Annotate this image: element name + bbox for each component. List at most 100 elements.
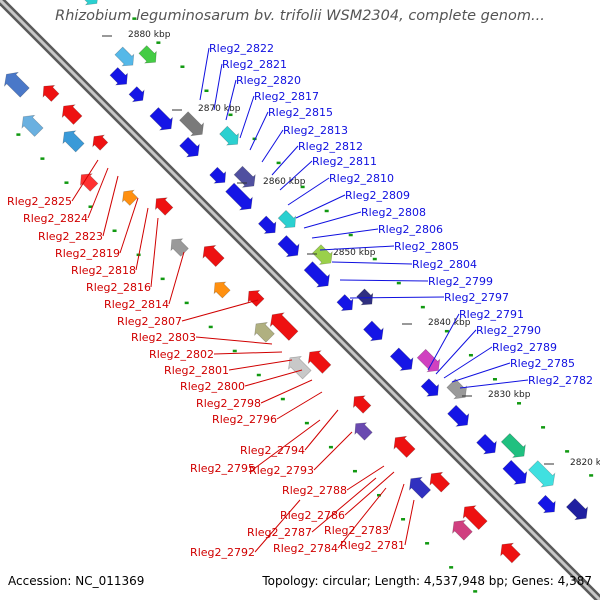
gene-feature: [447, 404, 470, 427]
track-tick: [517, 402, 522, 405]
gene-feature: [277, 235, 300, 258]
gene-label-minus: Rleg2_2803: [131, 331, 196, 344]
plus-label-leader: [261, 129, 284, 163]
gene-label-plus: Rleg2_2809: [345, 189, 410, 202]
plus-label-leader: [295, 194, 346, 219]
gene-label-minus: Rleg2_2818: [71, 264, 136, 277]
gene-feature: [219, 125, 239, 146]
minus-label-leader: [71, 159, 99, 202]
gene-feature: [179, 136, 200, 158]
plus-label-leader: [279, 160, 313, 191]
plus-label-leader: [451, 362, 511, 383]
gene-feature: [170, 238, 189, 257]
gene-label-plus: Rleg2_2817: [254, 90, 319, 103]
gene-feature: [128, 86, 145, 103]
plus-label-leader: [199, 47, 210, 101]
gene-label-minus: Rleg2_2787: [247, 526, 312, 539]
track-tick: [425, 542, 430, 545]
track-tick: [300, 185, 305, 189]
track-tick: [88, 205, 93, 208]
gene-label-plus: Rleg2_2791: [459, 308, 524, 321]
track-tick: [372, 257, 377, 261]
gene-label-minus: Rleg2_2823: [38, 230, 103, 243]
gene-feature: [288, 355, 312, 380]
plus-label-leader: [287, 177, 330, 206]
gene-feature: [155, 197, 174, 216]
gene-feature: [565, 498, 589, 521]
track-tick: [304, 421, 309, 425]
gene-feature: [247, 290, 265, 307]
plus-label-leader: [213, 63, 223, 111]
gene-feature: [109, 67, 128, 86]
minus-label-leader: [135, 207, 149, 271]
genome-summary-text: Topology: circular; Length: 4,537,948 bp…: [262, 574, 592, 588]
track-tick: [184, 301, 189, 305]
gene-feature: [3, 71, 30, 98]
gene-label-plus: Rleg2_2797: [444, 291, 509, 304]
gene-feature: [537, 494, 556, 514]
gene-label-minus: Rleg2_2824: [23, 212, 88, 225]
gene-feature: [500, 542, 521, 564]
gene-labels: Rleg2_2822Rleg2_2821Rleg2_2820Rleg2_2817…: [7, 42, 593, 559]
gene-feature: [42, 85, 60, 102]
plus-label-leader: [459, 379, 529, 389]
track-tick: [112, 229, 117, 233]
gene-feature: [389, 347, 414, 371]
gene-label-minus: Rleg2_2819: [55, 247, 120, 260]
track-tick: [256, 373, 261, 377]
gene-label-plus: Rleg2_2811: [312, 155, 377, 168]
gene-feature: [393, 435, 416, 458]
gene-feature: [179, 111, 205, 137]
gene-feature: [121, 189, 138, 206]
gene-feature: [528, 460, 556, 488]
scale-tick-label: 2830 kbp: [488, 390, 531, 400]
minus-label-leader: [195, 336, 273, 345]
gene-label-plus: Rleg2_2820: [236, 74, 301, 87]
track-tick: [280, 397, 285, 401]
gene-label-plus: Rleg2_2785: [510, 357, 575, 370]
gene-label-minus: Rleg2_2783: [324, 524, 389, 537]
plus-label-leader: [225, 79, 237, 121]
plus-label-leader: [339, 279, 429, 282]
accession-text: Accession: NC_011369: [8, 574, 145, 588]
gene-feature: [269, 312, 299, 341]
minus-label-leader: [87, 167, 109, 219]
gene-feature: [363, 320, 384, 342]
track-tick: [228, 113, 233, 117]
minus-label-leader: [254, 419, 321, 469]
gene-feature: [307, 350, 332, 374]
minus-label-leader: [213, 351, 283, 355]
gene-feature: [277, 209, 297, 229]
gene-feature: [502, 459, 528, 485]
gene-feature: [233, 165, 256, 188]
gene-label-plus: Rleg2_2782: [528, 374, 593, 387]
gene-feature: [257, 215, 277, 234]
gene-label-plus: Rleg2_2804: [412, 258, 477, 271]
plus-label-leader: [331, 261, 413, 265]
track-tick: [232, 349, 237, 353]
track-tick: [401, 518, 406, 521]
gene-label-minus: Rleg2_2794: [240, 444, 305, 457]
gene-feature: [476, 433, 497, 455]
gene-label-plus: Rleg2_2789: [492, 341, 557, 354]
gene-feature: [462, 505, 488, 531]
track-tick: [64, 181, 69, 184]
track-tick: [252, 137, 257, 141]
gene-feature: [21, 114, 44, 137]
track-tick: [473, 590, 478, 593]
track-tick: [276, 161, 281, 165]
gene-label-plus: Rleg2_2806: [378, 223, 443, 236]
gene-label-minus: Rleg2_2786: [280, 509, 345, 522]
minus-label-leader: [254, 499, 301, 553]
map-title: Rhizobium leguminosarum bv. trifolii WSM…: [55, 8, 545, 24]
track-tick: [328, 445, 333, 449]
gene-label-plus: Rleg2_2805: [394, 240, 459, 253]
minus-label-leader: [304, 409, 339, 451]
gene-label-plus: Rleg2_2790: [476, 324, 541, 337]
scale-tick-label: 2880 kbp: [128, 30, 171, 40]
minus-label-leader: [311, 477, 377, 533]
scale-tick-label: 2860 kbp: [263, 177, 306, 187]
track-tick: [420, 305, 425, 309]
